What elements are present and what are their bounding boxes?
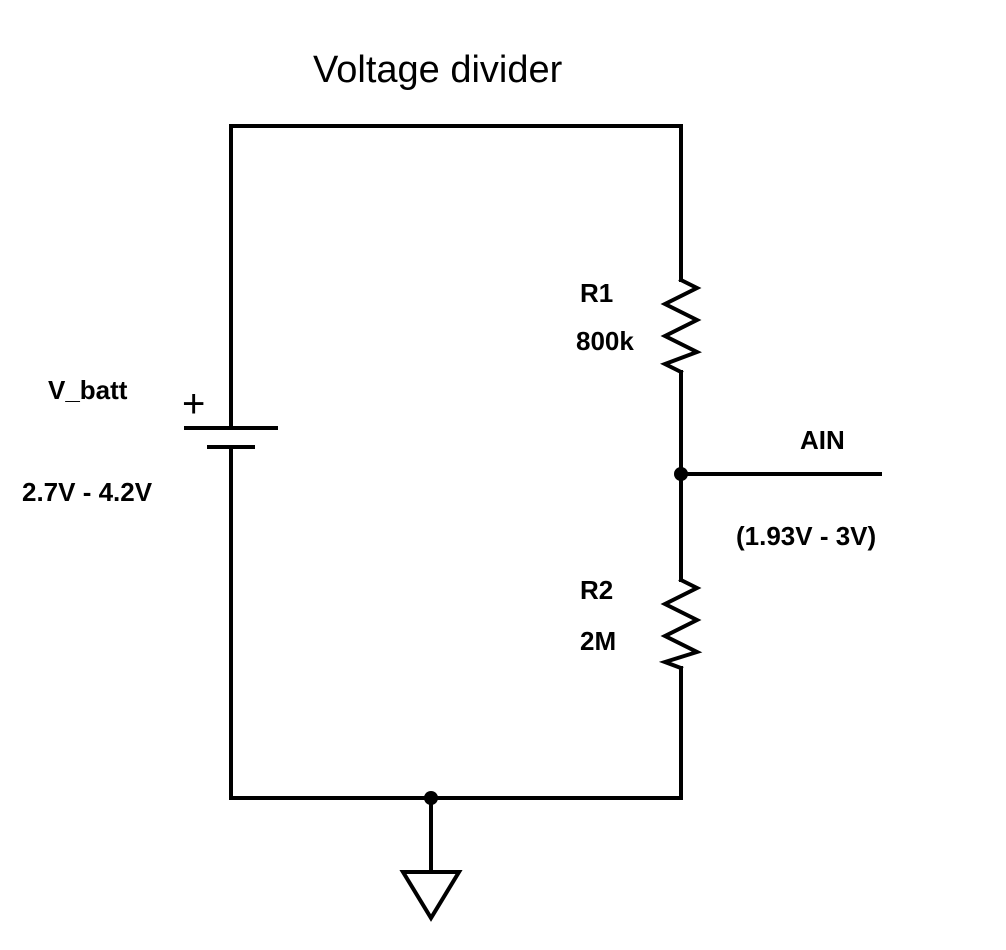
battery-symbol (184, 372, 278, 500)
battery-plus-sign: + (182, 382, 205, 426)
ain-voltage-label: (1.93V - 3V) (736, 521, 876, 551)
resistor-r2-value: 2M (580, 626, 616, 656)
battery-voltage-label: 2.7V - 4.2V (22, 477, 153, 507)
battery-name-label: V_batt (48, 375, 128, 405)
resistor-r1-value: 800k (576, 326, 634, 356)
ain-label: AIN (800, 425, 845, 455)
diagram-title: Voltage divider (313, 49, 563, 91)
resistor-r1-name: R1 (580, 278, 613, 308)
ground-icon (399, 870, 463, 922)
resistor-r2-name: R2 (580, 575, 613, 605)
resistor-r1-symbol (660, 277, 702, 375)
junction-ain-dot (674, 467, 688, 481)
resistor-r2-symbol (658, 577, 703, 671)
